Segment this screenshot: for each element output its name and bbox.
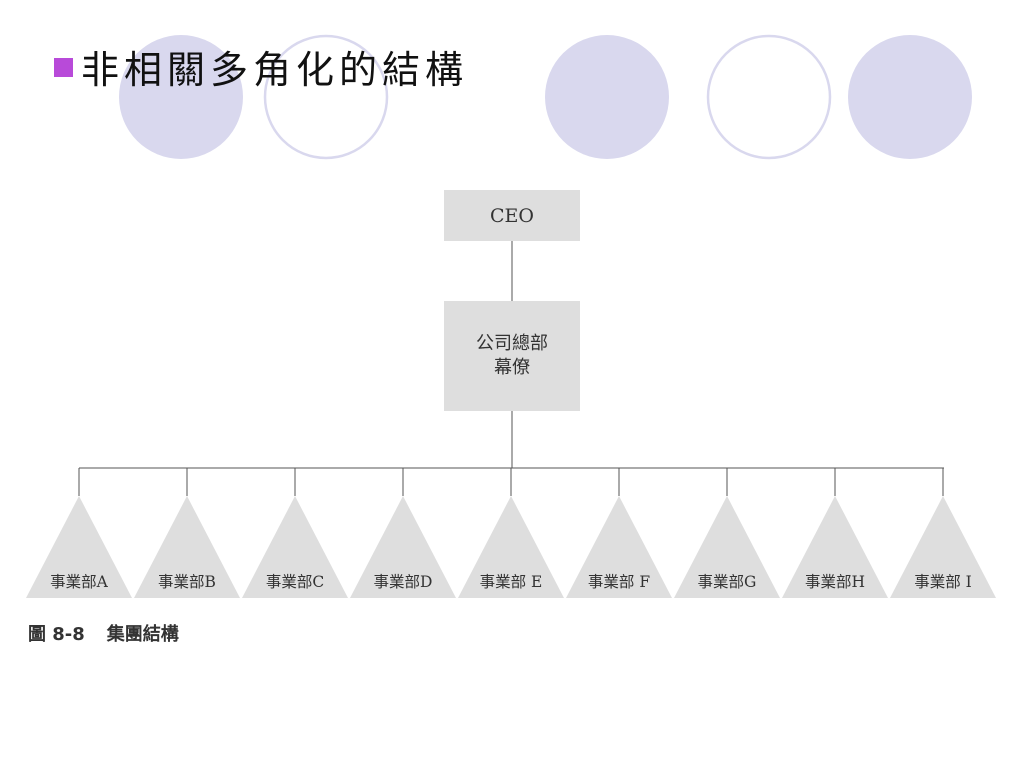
ceo-box: CEO: [444, 190, 580, 241]
slide-title: 非相關多角化的結構: [54, 36, 468, 96]
division-c: 事業部C: [242, 496, 348, 598]
decor-circle-outline-1: [263, 34, 389, 160]
division-triangle: [782, 496, 888, 598]
division-label: 事業部H: [804, 573, 866, 591]
decorative-circles: [119, 34, 972, 160]
division-label: 事業部 F: [587, 573, 651, 591]
staff-label-line1: 公司總部: [476, 333, 548, 354]
decor-circle-filled-2: [545, 35, 669, 159]
decor-circle-filled-3: [848, 35, 972, 159]
division-e: 事業部 E: [458, 496, 564, 598]
division-triangle: [674, 496, 780, 598]
division-label: 事業部G: [697, 573, 757, 591]
ceo-label: CEO: [490, 204, 534, 227]
division-i: 事業部 I: [890, 496, 996, 598]
division-triangle: [350, 496, 456, 598]
headquarters-staff-box: 公司總部 幕僚: [444, 301, 580, 411]
decor-circle-filled-1: [119, 35, 243, 159]
figure-caption: 圖 8-8 集團結構: [28, 620, 179, 646]
figure-number: 圖 8-8: [28, 624, 85, 645]
decor-circle-outline-2: [706, 34, 832, 160]
division-triangle: [134, 496, 240, 598]
staff-label-line2: 幕僚: [494, 357, 530, 378]
division-h: 事業部H: [782, 496, 888, 598]
division-triangle: [566, 496, 672, 598]
division-triangle: [890, 496, 996, 598]
square-bullet-icon: [54, 57, 73, 77]
division-drop-lines: [78, 468, 944, 496]
division-d: 事業部D: [350, 496, 456, 598]
division-label: 事業部 E: [479, 573, 543, 591]
division-label: 事業部A: [50, 573, 108, 591]
division-triangle: [26, 496, 132, 598]
division-triangle: [458, 496, 564, 598]
division-g: 事業部G: [674, 496, 780, 598]
division-label: 事業部 I: [914, 573, 972, 591]
division-label: 事業部C: [265, 573, 325, 591]
division-label: 事業部B: [158, 573, 216, 591]
slide-title-text: 非相關多角化的結構: [81, 47, 469, 92]
division-label: 事業部D: [373, 573, 433, 591]
division-b: 事業部B: [134, 496, 240, 598]
figure-caption-text: 集團結構: [106, 624, 179, 645]
division-triangle: [242, 496, 348, 598]
division-a: 事業部A: [26, 496, 132, 598]
division-f: 事業部 F: [566, 496, 672, 598]
